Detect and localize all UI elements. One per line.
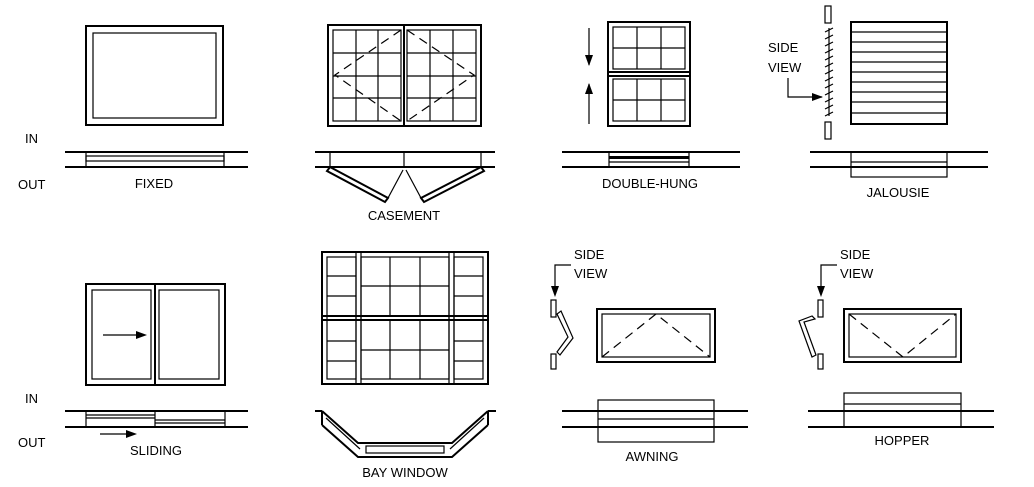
hopper-side-section [798, 299, 824, 370]
out-label-top: OUT [18, 177, 46, 192]
double-hung-elevation [607, 21, 691, 127]
sliding-window: SLIDING [65, 283, 248, 458]
jalousie-side-section [824, 5, 834, 140]
fixed-elevation [85, 25, 224, 126]
double-hung-plan [562, 151, 740, 168]
hopper-side-view-line2: VIEW [840, 266, 874, 281]
casement-plan [315, 151, 495, 204]
double-hung-label: DOUBLE-HUNG [602, 176, 698, 191]
jalousie-window: SIDE VIEW [768, 5, 988, 200]
jalousie-side-view-line1: SIDE [768, 40, 799, 55]
awning-side-view-line1: SIDE [574, 247, 605, 262]
bay-window-plan [315, 410, 496, 458]
jalousie-plan [810, 151, 988, 178]
hopper-window: SIDE VIEW HOPPER [798, 247, 994, 448]
fixed-plan [65, 151, 248, 168]
awning-label: AWNING [626, 449, 679, 464]
in-label-top: IN [25, 131, 38, 146]
awning-side-section [550, 299, 574, 370]
hopper-label: HOPPER [875, 433, 930, 448]
awning-plan [562, 399, 748, 443]
awning-elevation [596, 308, 716, 363]
sliding-label: SLIDING [130, 443, 182, 458]
hopper-plan [808, 392, 994, 428]
sliding-plan [65, 410, 248, 438]
casement-elevation [327, 24, 482, 127]
double-hung-window: DOUBLE-HUNG [562, 21, 740, 191]
bay-window-label: BAY WINDOW [362, 465, 448, 480]
bay-window: BAY WINDOW [315, 251, 496, 480]
jalousie-side-view-line2: VIEW [768, 60, 802, 75]
double-hung-arrows [585, 28, 593, 124]
sliding-elevation [85, 283, 226, 386]
jalousie-elevation [850, 21, 948, 125]
in-label-bottom: IN [25, 391, 38, 406]
fixed-window: FIXED [65, 25, 248, 191]
awning-side-view-line2: VIEW [574, 266, 608, 281]
fixed-label: FIXED [135, 176, 173, 191]
hopper-elevation [843, 308, 962, 363]
jalousie-label: JALOUSIE [867, 185, 930, 200]
casement-label: CASEMENT [368, 208, 440, 223]
awning-window: SIDE VIEW AWNING [550, 247, 748, 464]
hopper-side-view-line1: SIDE [840, 247, 871, 262]
out-label-bottom: OUT [18, 435, 46, 450]
casement-window: CASEMENT [315, 24, 495, 223]
bay-window-elevation [321, 251, 489, 385]
